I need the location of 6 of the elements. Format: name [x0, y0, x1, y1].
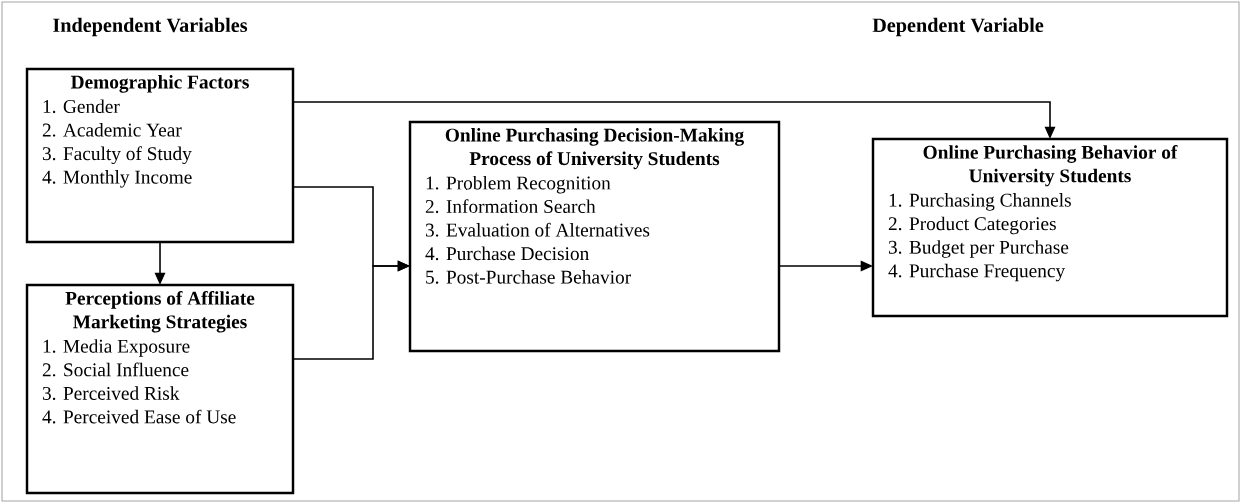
variable-box: Demographic Factors 1. Gender 2. Academic Year 3. Faculty of Study 4. Monthly Income: [25, 67, 295, 244]
section-heading: Dependent Variable: [872, 17, 1044, 37]
variable-box: Online Purchasing Behavior of University Students 1. Purchasing Channels 2. Product Categories 3. Budget per Purchase 4. Purchase Frequency: [871, 137, 1229, 318]
section-heading: Independent Variables: [53, 17, 248, 37]
variable-box: Online Purchasing Decision-Making Process of University Students 1. Problem Recognition 2. Information Search 3. Evaluation of Alternatives 4. Purchase Decision 5. Post-Purchase Behavior: [408, 120, 781, 353]
variable-box: Perceptions of Affiliate Marketing Strategies 1. Media Exposure 2. Social Influence 3. Perceived Risk 4. Perceived Ease of Use: [25, 283, 295, 495]
